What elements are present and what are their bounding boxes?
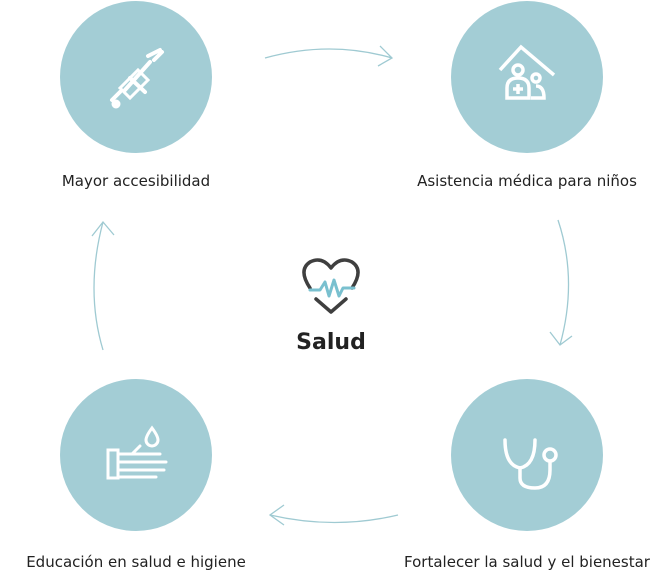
step-circle-3: [451, 379, 603, 531]
stethoscope-icon: [503, 438, 558, 490]
center-title: Salud: [296, 330, 366, 355]
step-label-2: Asistencia médica para niños: [417, 172, 637, 190]
step-circle-2: [451, 1, 603, 153]
heart-pulse-icon: [302, 258, 360, 314]
handwash-icon: [106, 425, 168, 480]
clinic-house-icon: [498, 44, 556, 100]
arrow-up-icon: [91, 220, 115, 351]
step-label-3: Fortalecer la salud y el bienestar: [404, 553, 650, 571]
syringe-icon: [110, 48, 164, 109]
arrow-down-icon: [549, 219, 573, 346]
step-label-4: Educación en salud e higiene: [26, 553, 246, 571]
arrow-left-icon: [268, 504, 399, 526]
arrow-right-icon: [264, 45, 394, 67]
step-label-1: Mayor accesibilidad: [61, 172, 211, 190]
